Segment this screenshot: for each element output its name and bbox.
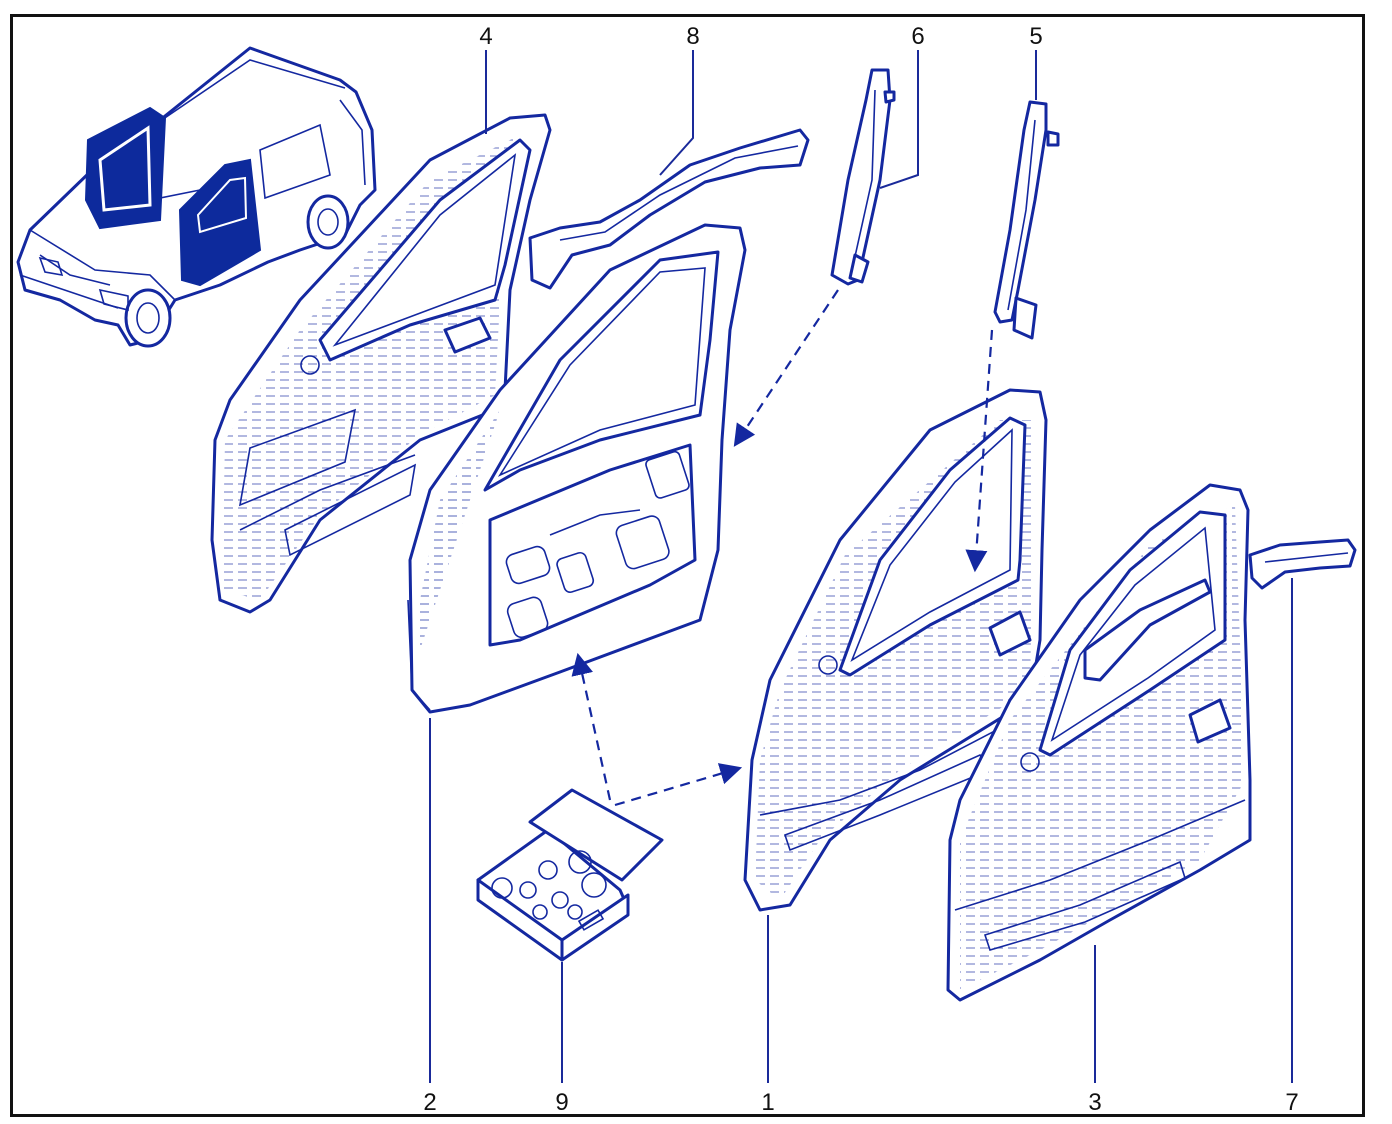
inner-door-shell-part-2 — [407, 223, 747, 714]
window-guide-channel-part-6 — [830, 68, 896, 286]
front-door-highlight — [84, 106, 167, 230]
door-trim-panel-part-4 — [210, 113, 552, 614]
outer-door-shell-part-1 — [743, 388, 1048, 912]
rear-seal-strip-part-7 — [1248, 538, 1357, 590]
callout-4: 4 — [479, 23, 492, 50]
leader-lines — [429, 50, 1293, 1083]
assembly-arrows — [571, 289, 994, 807]
rear-door-part-3 — [946, 483, 1252, 1002]
vehicle-locator-illustration — [16, 46, 377, 348]
fastener-kit-part-9 — [476, 788, 664, 962]
callout-3: 3 — [1088, 1089, 1101, 1116]
callout-6: 6 — [911, 23, 924, 50]
callout-8: 8 — [686, 23, 699, 50]
callout-5: 5 — [1029, 23, 1042, 50]
callout-2: 2 — [423, 1089, 436, 1116]
callout-7: 7 — [1285, 1089, 1298, 1116]
callout-labels: 4 8 6 5 2 9 1 3 7 — [423, 23, 1298, 1116]
callout-1: 1 — [761, 1089, 774, 1116]
side-door-highlight — [178, 158, 262, 287]
window-guide-channel-part-5 — [993, 100, 1060, 340]
upper-seal-strip-part-8 — [528, 128, 810, 290]
callout-9: 9 — [555, 1089, 568, 1116]
